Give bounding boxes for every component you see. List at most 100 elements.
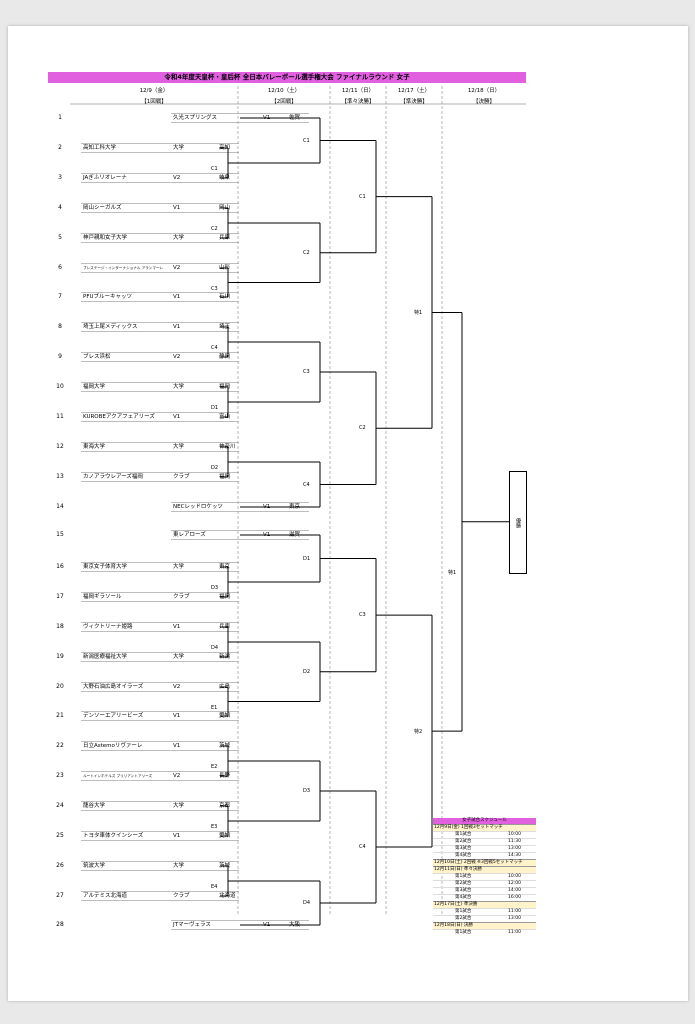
team-name: 埼玉上尾メディックス [83, 324, 138, 330]
schedule-time: 14:00 [508, 888, 521, 893]
day-date: 12/9（金） [139, 88, 169, 94]
match-label: C1 [359, 193, 366, 200]
team-number: 9 [58, 353, 62, 360]
team-number: 28 [56, 921, 64, 928]
schedule-header: 12月18日(日) 決勝 [433, 922, 536, 929]
team-category: 大学 [173, 863, 185, 869]
tournament-title: 令和4年度天皇杯・皇后杯 全日本バレーボール選手権大会 ファイナルラウンド 女子 [48, 72, 526, 83]
team-number: 27 [56, 892, 64, 899]
team-number: 26 [56, 862, 64, 869]
schedule-time: 10:00 [508, 832, 521, 837]
schedule-match: 第1試合 [455, 874, 472, 879]
team-number: 19 [56, 653, 64, 660]
team-number: 15 [56, 531, 64, 538]
team-category: V2 [173, 265, 181, 271]
schedule-time: 13:00 [508, 916, 521, 921]
team-name: カノアラウレアーズ福岡 [83, 474, 143, 480]
team-number: 10 [56, 383, 64, 390]
team-number: 23 [56, 772, 64, 779]
team-name: プレステージ・インターナショナル アランマーレ [83, 266, 164, 270]
match-label: C1 [303, 137, 310, 144]
team-category: V1 [173, 414, 181, 420]
match-label: D2 [303, 668, 311, 675]
team-category: V2 [173, 773, 181, 779]
team-category: V1 [173, 294, 181, 300]
day-round: 【準々決勝】 [341, 99, 375, 105]
team-number: 20 [56, 683, 64, 690]
schedule-time: 14:30 [508, 853, 521, 858]
day-date: 12/17（土） [397, 88, 431, 94]
schedule-header: 12月9日(金) 1回戦3セットマッチ [433, 824, 536, 831]
schedule-time: 11:00 [508, 930, 521, 935]
team-category: V1 [173, 624, 181, 630]
match-label: D1 [303, 555, 311, 562]
team-category: V2 [173, 684, 181, 690]
team-name: 久光スプリングス [173, 115, 218, 121]
team-category: 大学 [173, 654, 185, 660]
team-number: 14 [56, 503, 64, 510]
day-round: 【1回戦】 [141, 99, 167, 105]
team-category: V1 [173, 205, 181, 211]
team-name: 福岡ギラソール [83, 594, 122, 600]
day-round: 【2回戦】 [271, 99, 297, 105]
match-label: D2 [211, 465, 219, 471]
schedule-match: 第2試合 [455, 839, 472, 844]
schedule-match: 第1試合 [455, 909, 472, 914]
schedule-row: 第1試合 10:00 [433, 873, 536, 880]
team-number: 8 [58, 323, 62, 330]
team-category: 大学 [173, 803, 185, 809]
schedule-header: 12月10日(土) 2回戦 ※3回戦5セットマッチ [433, 859, 536, 866]
schedule-time: 16:00 [508, 895, 521, 900]
day-round: 【決勝】 [472, 99, 495, 105]
team-category: V2 [173, 354, 181, 360]
team-number: 11 [56, 413, 64, 420]
match-label: C3 [303, 369, 310, 375]
schedule-match: 第4試合 [455, 853, 472, 858]
day-date: 12/10（土） [267, 88, 301, 94]
schedule-time: 10:00 [508, 874, 521, 879]
team-category: V2 [173, 175, 181, 181]
team-number: 5 [58, 234, 62, 241]
team-category: 大学 [173, 145, 185, 151]
schedule-time: 11:30 [508, 839, 521, 844]
team-name: ブレス浜松 [83, 354, 111, 360]
schedule-title: 女子試合スケジュール [433, 818, 536, 824]
match-label: D4 [303, 900, 311, 906]
team-name: JTマーヴェラス [173, 922, 211, 928]
schedule-match: 第4試合 [455, 895, 472, 900]
match-label: C2 [211, 226, 218, 232]
match-label: D4 [211, 645, 219, 651]
team-name: 筑波大学 [83, 863, 106, 869]
day-date: 12/18（日） [467, 88, 501, 94]
team-name: 東海大学 [83, 444, 106, 450]
team-number: 6 [58, 264, 62, 271]
schedule-match: 第2試合 [455, 881, 472, 886]
team-number: 12 [56, 443, 64, 450]
day-round: 【準決勝】 [400, 99, 428, 105]
match-label: C2 [359, 425, 366, 432]
match-label: E1 [211, 704, 218, 711]
match-label: 特1 [448, 569, 457, 576]
team-category: クラブ [173, 474, 190, 480]
match-label: D3 [303, 788, 311, 794]
team-name: JAぎふリオレーナ [83, 175, 127, 181]
team-number: 13 [56, 473, 64, 480]
team-number: 18 [56, 623, 64, 630]
team-name: デンソーエアリービーズ [83, 713, 144, 719]
team-category: V1 [173, 743, 181, 749]
match-label: C3 [359, 612, 366, 619]
team-category: クラブ [173, 893, 190, 899]
match-label: E3 [211, 824, 218, 830]
match-label: E4 [211, 884, 218, 890]
schedule-match: 第3試合 [455, 888, 472, 893]
day-date: 12/11（日） [341, 88, 375, 94]
document-page [8, 26, 688, 1001]
match-label: C1 [211, 166, 218, 172]
team-category: 大学 [173, 444, 185, 450]
team-number: 25 [56, 832, 64, 839]
team-name: PFUブルーキャッツ [83, 294, 133, 300]
